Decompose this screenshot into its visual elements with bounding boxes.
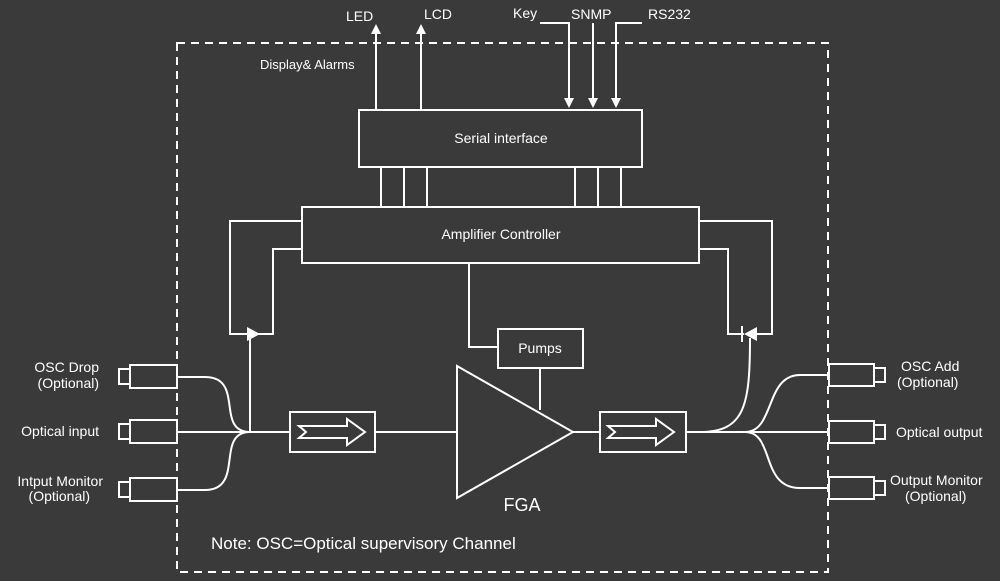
output-isolator: [599, 411, 687, 453]
controller-pumps-line: [468, 263, 498, 348]
output-couplers: [699, 337, 828, 489]
input-isolator-arrow-icon: [296, 417, 367, 447]
serial-controller-bus: [380, 167, 622, 207]
rs232-arrow: [611, 22, 642, 108]
input-monitor-label: Intput Monitor: [17, 473, 103, 489]
serial-interface-label: Serial interface: [454, 130, 548, 146]
input-monitor-loop: [229, 220, 302, 335]
output-isolator-arrow-icon: [605, 417, 676, 447]
input-photodiode-icon: [247, 327, 260, 341]
optical-output-connector: [828, 420, 886, 444]
amplifier-controller-label: Amplifier Controller: [441, 226, 560, 242]
led-label: LED: [346, 8, 373, 24]
input-monitor-connector: [118, 477, 178, 502]
input-isolator: [289, 411, 376, 453]
serial-interface-box: [358, 109, 643, 168]
optical-input-label: Optical input: [21, 423, 99, 439]
key-label: Key: [513, 5, 537, 21]
amplifier-label: FGA: [503, 495, 540, 515]
osc-add-connector: [828, 363, 886, 387]
key-arrow: [540, 22, 574, 108]
output-monitor-label: Output Monitor: [890, 472, 983, 488]
optical-output-label: Optical output: [896, 424, 982, 440]
lcd-label: LCD: [424, 6, 452, 22]
amplifier-triangle: [456, 364, 576, 500]
output-monitor-loop: [699, 220, 773, 335]
amplifier-controller-box: [301, 206, 700, 264]
rs232-label: RS232: [648, 6, 691, 22]
output-monitor-connector: [828, 476, 886, 500]
osc-drop-connector: [118, 364, 178, 389]
optical-input-connector: [118, 419, 178, 444]
output-monitor-optional-label: (Optional): [905, 488, 966, 504]
osc-drop-optional-label: (Optional): [38, 375, 99, 391]
osc-add-label: OSC Add: [901, 358, 959, 374]
module-boundary: [176, 42, 829, 573]
osc-add-optional-label: (Optional): [897, 374, 958, 390]
input-monitor-optional-label: (Optional): [29, 488, 90, 504]
output-photodiode-icon: [741, 326, 757, 342]
osc-note: Note: OSC=Optical supervisory Channel: [211, 534, 516, 553]
pumps-label: Pumps: [518, 340, 562, 356]
osc-drop-label: OSC Drop: [34, 359, 99, 375]
display-alarms-label: Display& Alarms: [260, 57, 355, 72]
snmp-label: SNMP: [571, 6, 611, 22]
input-couplers: [177, 338, 252, 491]
